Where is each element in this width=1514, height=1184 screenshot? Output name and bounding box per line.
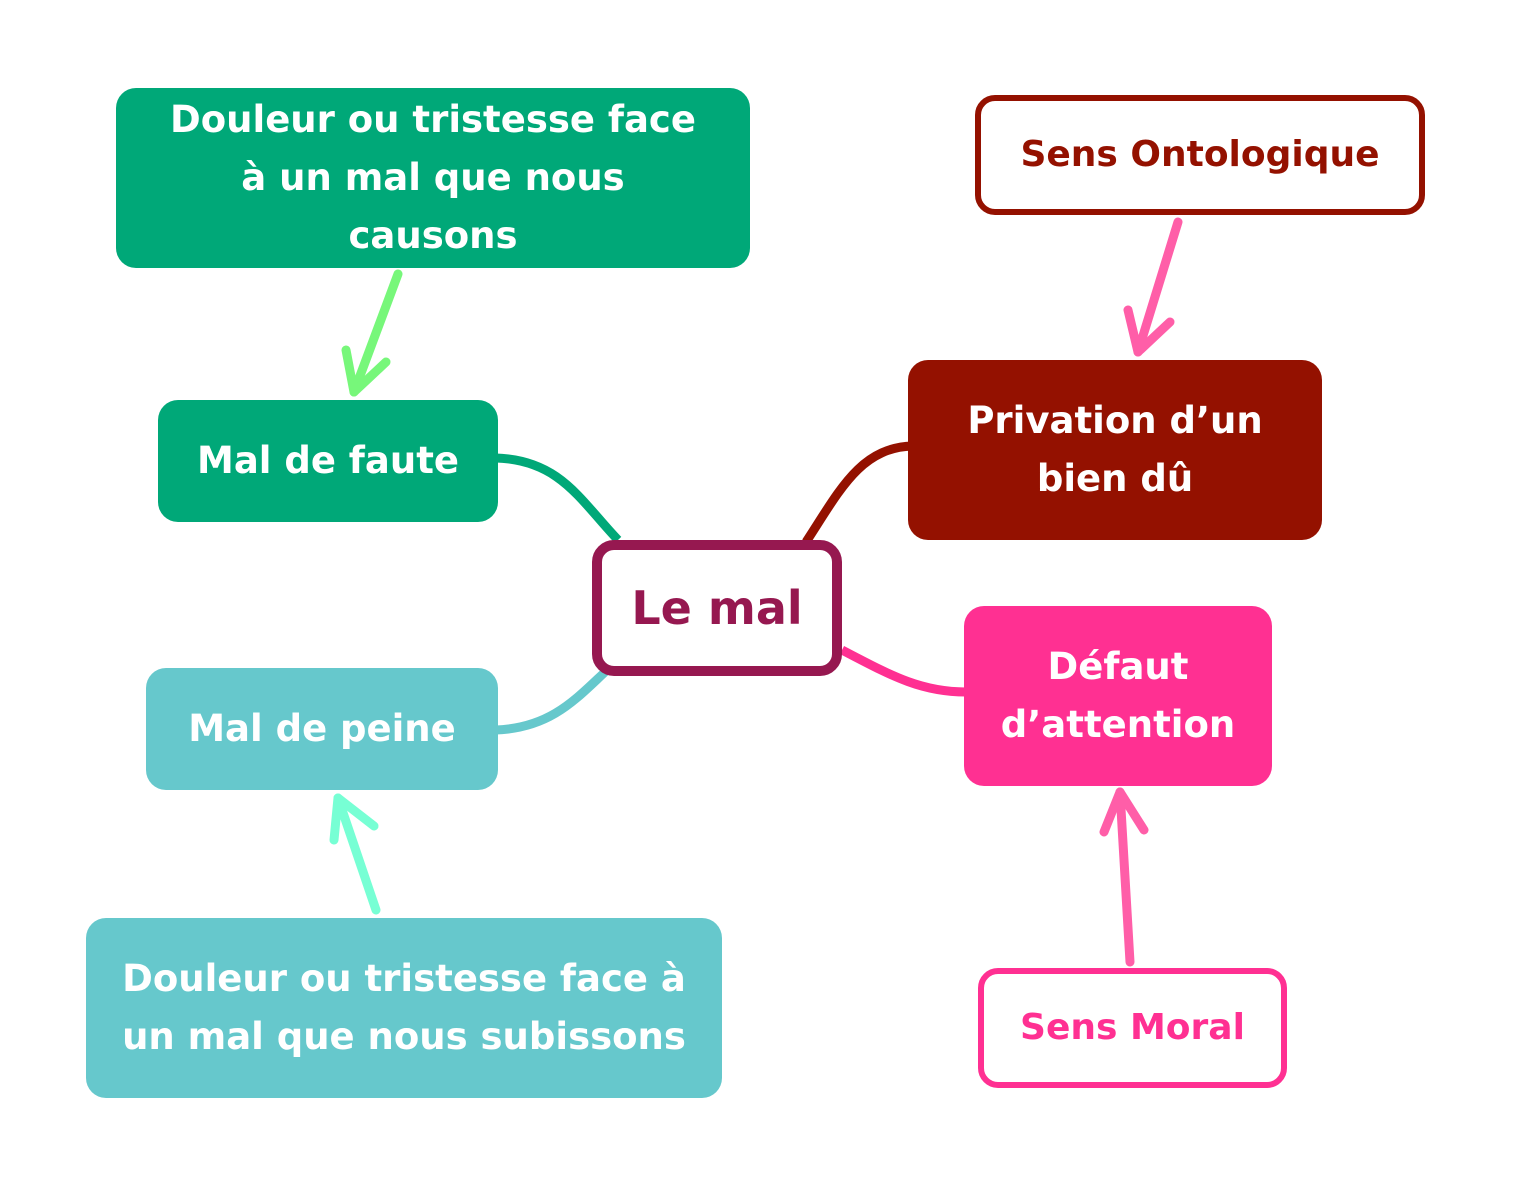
node-peine-detail: Douleur ou tristesse face à un mal que n… xyxy=(86,918,722,1098)
node-text: Sens Ontologique xyxy=(1020,134,1380,175)
arrow-faute xyxy=(341,269,403,397)
link-privation xyxy=(802,441,913,545)
node-text: Douleur ou tristesse face à un mal que n… xyxy=(122,957,686,1058)
node-text: Défaut d’attention xyxy=(1000,645,1236,746)
node-sens-ontologique: Sens Ontologique xyxy=(975,95,1425,215)
node-defaut: Défaut d’attention xyxy=(964,606,1272,786)
node-text: Mal de peine xyxy=(188,707,456,750)
arrow-peine xyxy=(329,793,381,915)
node-text: Mal de faute xyxy=(197,439,459,482)
node-text: Le mal xyxy=(631,581,803,635)
node-text: Sens Moral xyxy=(1020,1007,1245,1048)
arrow-privation xyxy=(1123,217,1183,357)
node-mal-de-faute: Mal de faute xyxy=(158,400,498,522)
node-center: Le mal xyxy=(592,540,842,676)
node-sens-moral: Sens Moral xyxy=(978,968,1287,1088)
node-text: Douleur ou tristesse face à un mal que n… xyxy=(170,98,696,257)
node-text: Privation d’un bien dû xyxy=(967,399,1263,500)
node-faute-detail: Douleur ou tristesse face à un mal que n… xyxy=(116,88,750,268)
link-faute xyxy=(495,453,622,544)
node-mal-de-peine: Mal de peine xyxy=(146,668,498,790)
node-privation: Privation d’un bien dû xyxy=(908,360,1322,540)
link-peine xyxy=(495,668,609,735)
arrow-defaut xyxy=(1099,787,1149,967)
link-defaut xyxy=(839,646,967,697)
